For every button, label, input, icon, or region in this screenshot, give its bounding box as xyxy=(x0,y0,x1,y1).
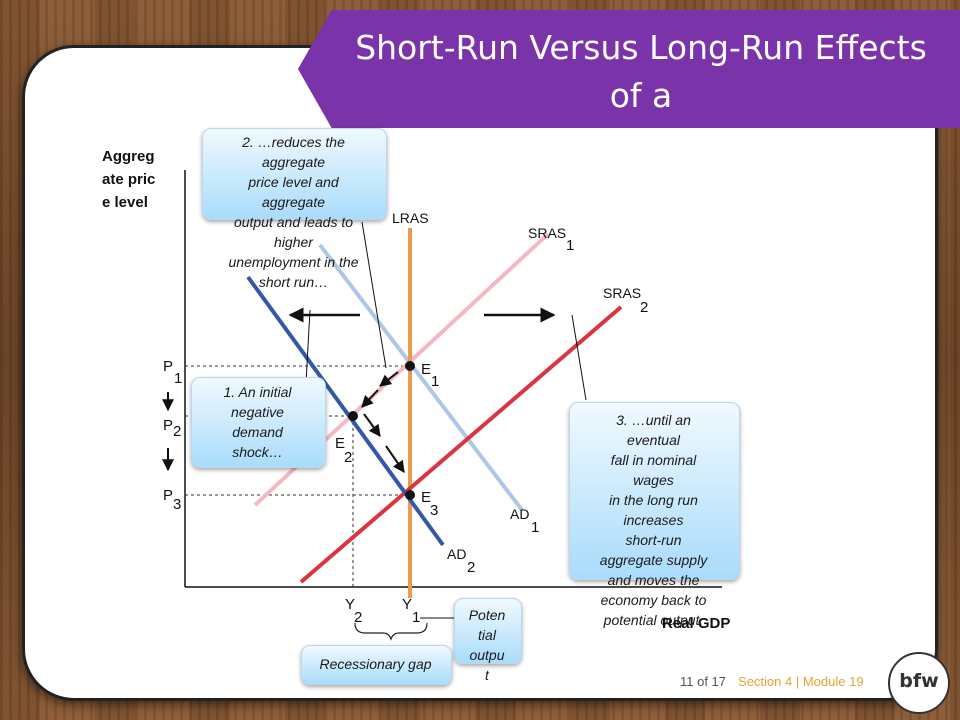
slide-title: Short-Run Versus Long-Run Effects of a N… xyxy=(355,28,927,163)
p3-label: P xyxy=(163,487,173,504)
e1-label: E xyxy=(421,361,431,378)
e2-to-e3-arrow-a xyxy=(363,413,381,437)
potential-callout xyxy=(454,598,522,664)
p2-subscript: 2 xyxy=(173,423,181,440)
reduces-pointer xyxy=(361,221,387,369)
e2-to-e3-arrow-b xyxy=(385,445,405,473)
y2-subscript: 2 xyxy=(354,609,362,626)
recessionary-gap-text: Recessionary gap xyxy=(319,656,432,672)
e1-point xyxy=(405,361,415,371)
title-banner xyxy=(298,10,960,128)
potential-callout-text: Poten tial outpu t xyxy=(468,607,506,683)
recessionary-gap-callout xyxy=(301,645,452,685)
ad2-curve xyxy=(246,275,445,547)
until-pointer xyxy=(571,314,587,401)
sras1-subscript: 1 xyxy=(566,237,574,254)
bfw-logo: bfw xyxy=(888,652,950,714)
y1-subscript: 1 xyxy=(412,609,420,626)
p1-label: P xyxy=(163,358,173,375)
sras2-subscript: 2 xyxy=(640,299,648,316)
until-callout-text: 3. …until an eventual fall in nominal wa… xyxy=(599,412,708,628)
sras2-label: SRAS xyxy=(603,285,641,301)
ad1-curve xyxy=(318,243,524,512)
e3-point xyxy=(405,490,415,500)
ad1-subscript: 1 xyxy=(531,519,539,536)
p1-subscript: 1 xyxy=(174,370,182,387)
e1-to-e2-arrow-b xyxy=(361,389,379,408)
shock-pointer xyxy=(305,309,311,384)
shock-callout xyxy=(191,377,326,468)
e2-label: E xyxy=(335,435,345,452)
lras-label: LRAS xyxy=(392,210,429,226)
until-callout xyxy=(569,402,740,580)
sras1-label: SRAS xyxy=(528,225,566,241)
slide-card xyxy=(22,45,938,701)
e2-subscript: 2 xyxy=(344,449,352,466)
e1-subscript: 1 xyxy=(431,373,439,390)
sras2-curve xyxy=(299,305,623,584)
e3-subscript: 3 xyxy=(430,502,438,519)
p2-label: P xyxy=(163,417,173,434)
e1-to-e2-arrow-a xyxy=(379,371,399,387)
x-axis-title: Real GDP xyxy=(662,615,730,632)
ad2-label: AD xyxy=(447,546,466,562)
shock-callout-text: 1. An initial negative demand shock… xyxy=(223,384,292,460)
ad2-subscript: 2 xyxy=(467,559,475,576)
e2-point xyxy=(348,411,358,421)
p3-subscript: 3 xyxy=(173,496,181,513)
section-label: Section 4 | Module 19 xyxy=(738,674,864,689)
y-axis-title: Aggregate price level xyxy=(102,148,156,211)
ad1-label: AD xyxy=(510,506,529,522)
reduces-callout xyxy=(202,128,387,220)
slide-footer: 11 of 17 Section 4 | Module 19 xyxy=(680,674,864,689)
recessionary-gap-brace xyxy=(354,622,428,641)
page-number: 11 of 17 xyxy=(680,674,727,689)
e3-label: E xyxy=(421,489,431,506)
reduces-callout-text: 2. …reduces the aggregate price level an… xyxy=(228,134,359,290)
y2-label: Y xyxy=(345,596,355,613)
y1-label: Y xyxy=(402,596,412,613)
